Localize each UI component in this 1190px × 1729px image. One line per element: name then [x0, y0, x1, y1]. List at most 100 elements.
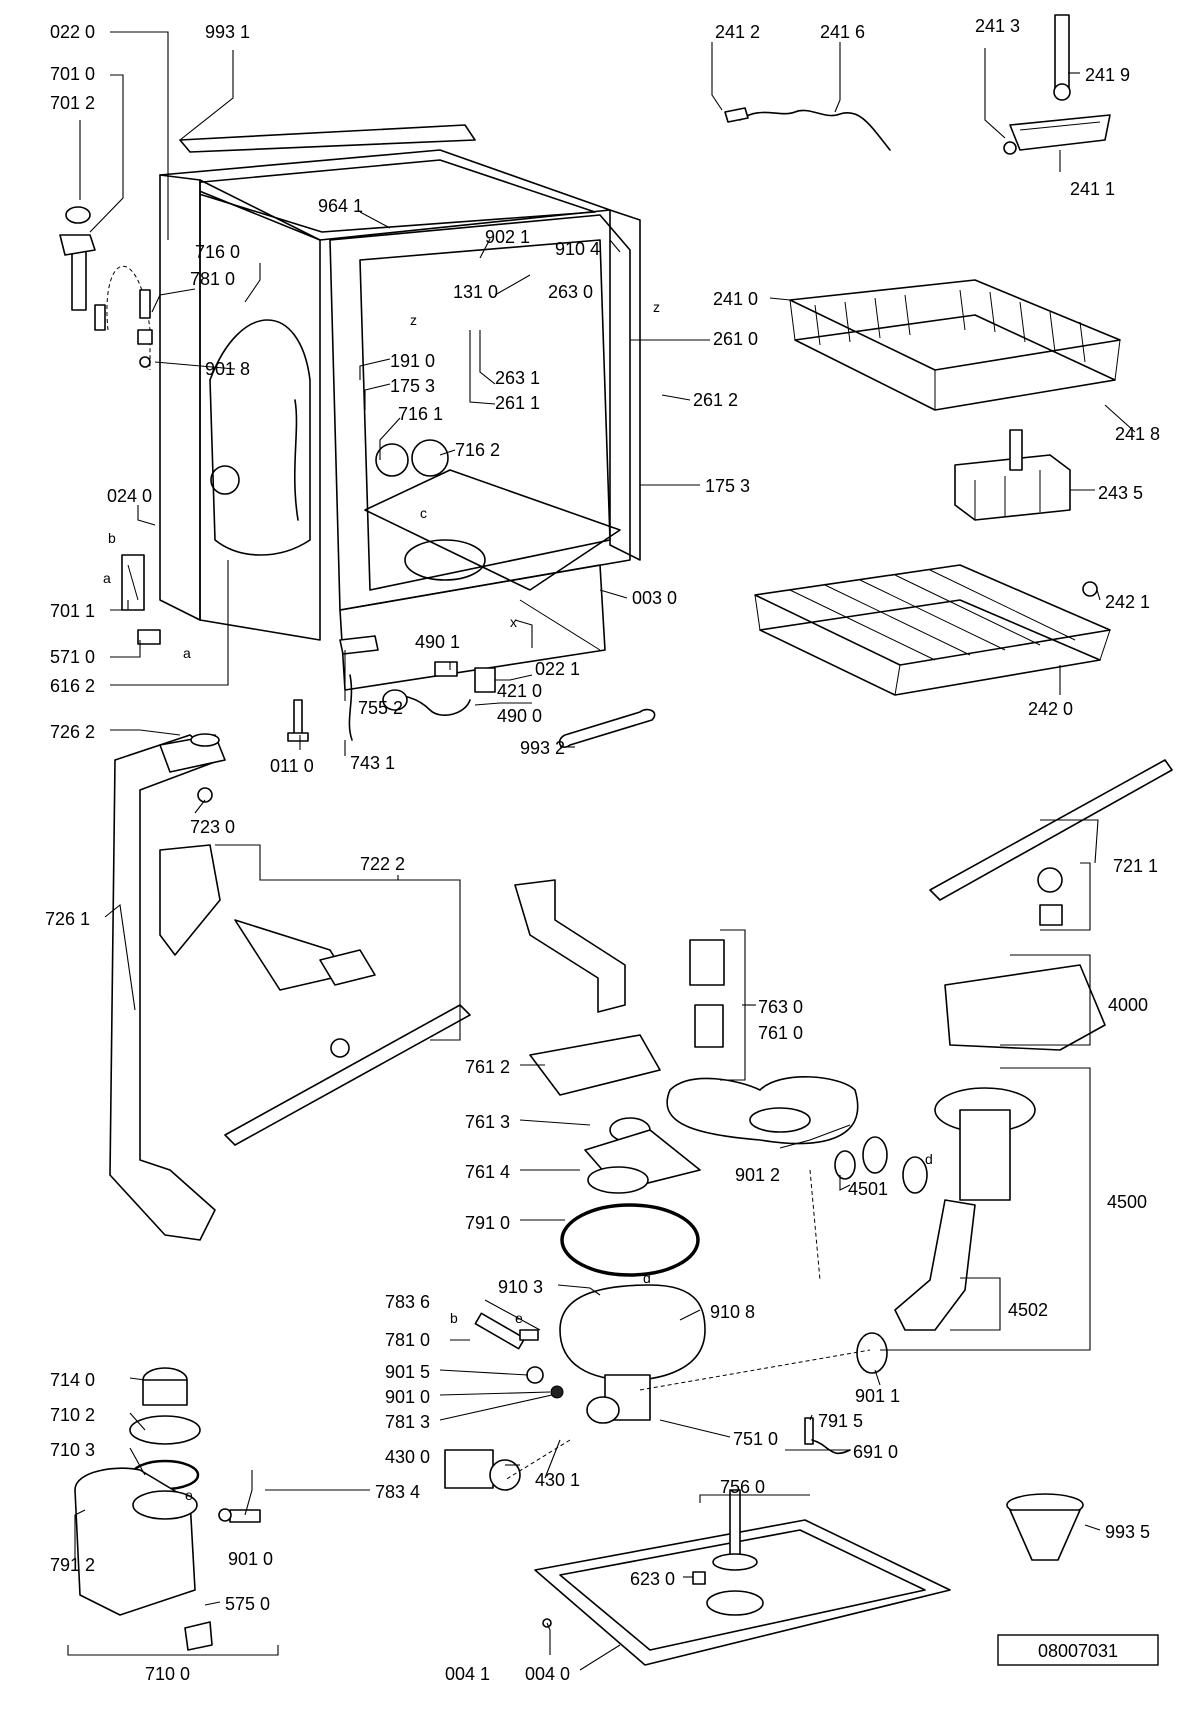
label-781-0-bottom: 781 0: [385, 1330, 430, 1350]
label-993-5: 993 5: [1105, 1522, 1150, 1542]
label-901-1: 901 1: [855, 1386, 900, 1406]
label-4000: 4000: [1108, 995, 1148, 1015]
label-901-8: 901 8: [205, 359, 250, 379]
label-191-0: 191 0: [390, 351, 435, 371]
label-175-3-right: 175 3: [705, 476, 750, 496]
label-243-5: 243 5: [1098, 483, 1143, 503]
drawing-number-box: 08007031: [997, 1634, 1159, 1666]
label-4502: 4502: [1008, 1300, 1048, 1320]
letter-d: d: [643, 1270, 651, 1286]
label-701-1: 701 1: [50, 601, 95, 621]
label-716-1: 716 1: [398, 404, 443, 424]
label-721-1: 721 1: [1113, 856, 1158, 876]
part-number-labels: 022 0 993 1 701 0 701 2 964 1 902 1 910 …: [45, 16, 1160, 1684]
label-756-0: 756 0: [720, 1477, 765, 1497]
label-781-0-top: 781 0: [190, 269, 235, 289]
label-241-8: 241 8: [1115, 424, 1160, 444]
label-003-0: 003 0: [632, 588, 677, 608]
label-701-2: 701 2: [50, 93, 95, 113]
label-901-0-middle: 901 0: [385, 1387, 430, 1407]
letter-e: e: [515, 1310, 523, 1326]
top-strip-part: [179, 124, 476, 153]
label-575-0: 575 0: [225, 1594, 270, 1614]
label-783-6: 783 6: [385, 1292, 430, 1312]
cabinet-assembly: [59, 124, 656, 748]
label-241-2: 241 2: [715, 22, 760, 42]
label-910-4: 910 4: [555, 239, 600, 259]
leader-lines: [67, 31, 1136, 1671]
letter-e: e: [185, 1487, 193, 1503]
label-241-6: 241 6: [820, 22, 865, 42]
label-241-9: 241 9: [1085, 65, 1130, 85]
label-964-1: 964 1: [318, 196, 363, 216]
label-421-0: 421 0: [497, 681, 542, 701]
label-716-0: 716 0: [195, 242, 240, 262]
label-571-0: 571 0: [50, 647, 95, 667]
label-710-0: 710 0: [145, 1664, 190, 1684]
label-261-1: 261 1: [495, 393, 540, 413]
label-490-1: 490 1: [415, 632, 460, 652]
label-4500: 4500: [1107, 1192, 1147, 1212]
reference-letters: z z c x a a b b d d e e: [103, 299, 933, 1503]
label-011-0: 011 0: [270, 756, 314, 776]
label-993-1: 993 1: [205, 22, 250, 42]
label-755-2: 755 2: [358, 698, 403, 718]
label-241-3: 241 3: [975, 16, 1020, 36]
label-261-2: 261 2: [693, 390, 738, 410]
label-430-0: 430 0: [385, 1447, 430, 1467]
label-242-1: 242 1: [1105, 592, 1150, 612]
label-901-0-bottom: 901 0: [228, 1549, 273, 1569]
label-022-0: 022 0: [50, 22, 95, 42]
label-722-2: 722 2: [360, 854, 405, 874]
label-716-2: 716 2: [455, 440, 500, 460]
letter-a: a: [183, 645, 191, 661]
label-175-3-left: 175 3: [390, 376, 435, 396]
water-softener-assembly: [74, 1367, 261, 1651]
label-761-2: 761 2: [465, 1057, 510, 1077]
drawing-number: 08007031: [1038, 1641, 1118, 1661]
label-781-3: 781 3: [385, 1412, 430, 1432]
label-710-3: 710 3: [50, 1440, 95, 1460]
label-901-5: 901 5: [385, 1362, 430, 1382]
letter-b: b: [108, 530, 116, 546]
label-791-5: 791 5: [818, 1411, 863, 1431]
label-763-0: 763 0: [758, 997, 803, 1017]
label-022-1: 022 1: [535, 659, 580, 679]
label-004-0: 004 0: [525, 1664, 570, 1684]
label-751-0: 751 0: [733, 1429, 778, 1449]
label-241-0: 241 0: [713, 289, 758, 309]
letter-b: b: [450, 1310, 458, 1326]
label-761-4: 761 4: [465, 1162, 510, 1182]
label-791-2: 791 2: [50, 1555, 95, 1575]
label-714-0: 714 0: [50, 1370, 95, 1390]
label-910-8: 910 8: [710, 1302, 755, 1322]
label-263-1: 263 1: [495, 368, 540, 388]
letter-a: a: [103, 570, 111, 586]
letter-d: d: [925, 1151, 933, 1167]
letter-c: c: [420, 505, 427, 521]
label-701-0: 701 0: [50, 64, 95, 84]
letter-x: x: [510, 614, 517, 630]
label-761-0: 761 0: [758, 1023, 803, 1043]
sump-pump-assembly: [444, 879, 1106, 1491]
label-761-3: 761 3: [465, 1112, 510, 1132]
label-726-2: 726 2: [50, 722, 95, 742]
label-616-2: 616 2: [50, 676, 95, 696]
label-131-0: 131 0: [453, 282, 498, 302]
label-901-2-right: 901 2: [735, 1165, 780, 1185]
label-4501: 4501: [848, 1179, 888, 1199]
label-710-2: 710 2: [50, 1405, 95, 1425]
label-241-1: 241 1: [1070, 179, 1115, 199]
letter-z: z: [410, 312, 417, 328]
label-783-4: 783 4: [375, 1482, 420, 1502]
label-261-0: 261 0: [713, 329, 758, 349]
upper-basket-assembly: [724, 14, 1121, 696]
label-791-0: 791 0: [465, 1213, 510, 1233]
label-691-0: 691 0: [853, 1442, 898, 1462]
label-723-0: 723 0: [190, 817, 235, 837]
label-490-0: 490 0: [497, 706, 542, 726]
label-242-0: 242 0: [1028, 699, 1073, 719]
label-910-3: 910 3: [498, 1277, 543, 1297]
label-263-0: 263 0: [548, 282, 593, 302]
